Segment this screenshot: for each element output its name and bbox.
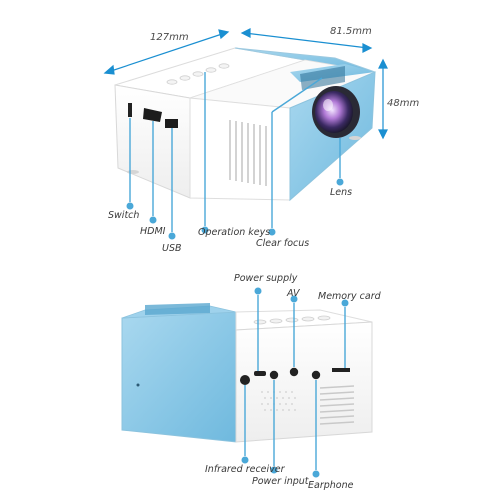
label-power-supply: Power supply	[234, 273, 298, 284]
rear-callouts	[244, 295, 346, 470]
label-infrared-receiver: Infrared receiver	[205, 464, 286, 475]
label-hdmi: HDMI	[140, 226, 166, 237]
infrared-receiver-port	[240, 375, 250, 385]
rear-callout-dots	[241, 287, 349, 478]
label-power-input: Power input	[252, 476, 310, 487]
rear-top-buttons	[253, 315, 331, 325]
label-clear-focus: Clear focus	[256, 238, 309, 249]
rear-blue-face	[121, 311, 237, 443]
operation-keys	[166, 63, 230, 85]
label-usb: USB	[162, 243, 182, 254]
top-callout-dots	[126, 178, 344, 240]
switch-port	[128, 103, 132, 117]
label-switch: Switch	[108, 210, 139, 221]
dimension-lines	[103, 28, 388, 140]
usb-port	[165, 119, 178, 128]
power-input-port	[269, 370, 279, 380]
front-vent	[229, 120, 267, 186]
av-port	[289, 367, 299, 377]
rear-white-face	[235, 321, 373, 443]
label-earphone: Earphone	[308, 480, 354, 491]
label-lens: Lens	[330, 187, 352, 198]
rear-projector	[121, 303, 373, 443]
label-operation-keys: Operation keys	[198, 227, 270, 238]
top-projector	[114, 47, 377, 202]
top-callouts	[129, 72, 341, 232]
rear-vent	[319, 385, 355, 425]
hdmi-port	[143, 108, 162, 122]
speaker-grille	[261, 391, 296, 411]
dimension-height: 48mm	[387, 98, 419, 109]
lens-icon	[312, 86, 360, 138]
dimension-length: 127mm	[150, 32, 189, 43]
memory-card-slot	[332, 368, 350, 372]
label-av: AV	[286, 288, 301, 299]
clear-focus-slot	[300, 66, 345, 90]
label-memory-card: Memory card	[318, 291, 382, 302]
earphone-port	[311, 370, 321, 380]
power-supply-port	[254, 371, 266, 376]
dimension-width: 81.5mm	[330, 26, 372, 37]
